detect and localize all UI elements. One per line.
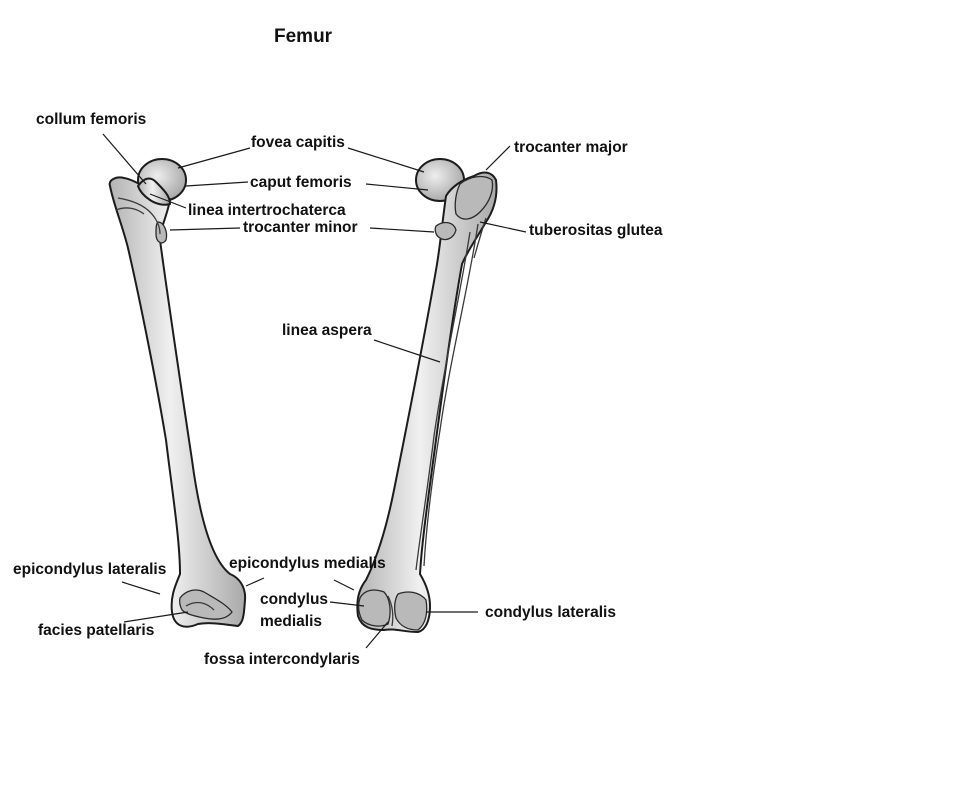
label-trocanter-minor: trocanter minor — [243, 219, 358, 236]
condylus-medialis-right — [358, 589, 391, 627]
diagram-title: Femur — [274, 26, 333, 47]
label-condylus-medialis-line2: medialis — [260, 613, 322, 630]
trocanter-minor-left — [155, 221, 168, 244]
label-tuberositas-glutea: tuberositas glutea — [529, 222, 663, 239]
trocanter-major-right — [454, 175, 494, 220]
leader-lines — [102, 133, 527, 649]
label-fovea-capitis: fovea capitis — [251, 134, 345, 151]
label-caput-femoris: caput femoris — [250, 174, 352, 191]
femur-anterior-view — [108, 158, 247, 628]
label-epicondylus-lateralis: epicondylus lateralis — [13, 561, 166, 578]
label-collum-femoris: collum femoris — [36, 111, 146, 128]
trocanter-minor-right — [434, 221, 457, 241]
condylus-lateralis-right — [394, 591, 428, 631]
label-facies-patellaris: facies patellaris — [38, 622, 154, 639]
label-epicondylus-medialis: epicondylus medialis — [229, 555, 386, 572]
femur-posterior-shaft — [356, 171, 498, 633]
label-condylus-medialis-line1: condylus — [260, 591, 328, 608]
label-linea-aspera: linea aspera — [282, 322, 372, 339]
femur-anterior-shaft — [108, 176, 247, 628]
label-fossa-intercondylaris: fossa intercondylaris — [204, 651, 360, 668]
label-linea-intertrochaterca: linea intertrochaterca — [188, 202, 346, 219]
labels: collum femoris fovea capitis caput femor… — [13, 111, 663, 668]
label-condylus-lateralis: condylus lateralis — [485, 604, 616, 621]
label-trocanter-major: trocanter major — [514, 139, 628, 156]
fossa-intercondylaris-right — [387, 595, 394, 627]
femur-posterior-view — [356, 158, 498, 633]
